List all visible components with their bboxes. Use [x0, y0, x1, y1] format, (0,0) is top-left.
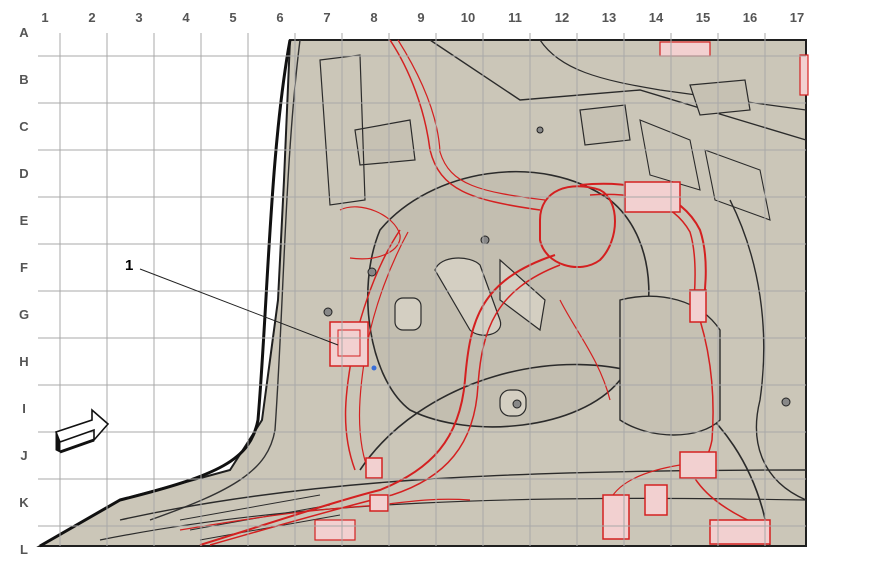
connector-b17	[799, 54, 809, 96]
connector-block-h2	[337, 329, 361, 357]
grid-row-label: L	[20, 542, 28, 557]
grid-column-label: 2	[88, 10, 96, 25]
left-bracket	[319, 54, 366, 206]
connector-j8	[365, 457, 383, 479]
upper-panel-2	[539, 39, 807, 111]
fastener-2	[512, 399, 522, 409]
grid-row-label: K	[19, 495, 29, 510]
grid-column-label: 6	[276, 10, 284, 25]
grid-column-label: 5	[229, 10, 237, 25]
fastener-6	[323, 307, 333, 317]
grid-column-label: 14	[648, 10, 664, 25]
connector-k14	[644, 484, 668, 516]
grid-column-label: 8	[370, 10, 378, 25]
grid-column-label: 15	[695, 10, 711, 25]
grid-column-label: 13	[601, 10, 617, 25]
callout-target-marker	[371, 365, 377, 371]
fastener-3	[781, 397, 791, 407]
direction-arrow-icon	[54, 408, 110, 454]
grid-column-label: 9	[417, 10, 425, 25]
callout-1-leader	[139, 268, 339, 346]
bracket-right	[579, 104, 631, 146]
body-panels	[36, 39, 807, 548]
bracket-top-right	[689, 79, 751, 116]
fastener-4	[536, 126, 544, 134]
rear-rail-lower	[99, 497, 807, 541]
connector-j15	[679, 451, 717, 479]
panel-opening-1	[434, 257, 502, 336]
connector-k8	[369, 494, 389, 512]
grid-row-label: C	[19, 119, 29, 134]
grid-row-label: J	[20, 448, 28, 463]
upper-panel	[429, 39, 807, 141]
grid-column-label: 16	[742, 10, 758, 25]
grid-row-label: F	[20, 260, 28, 275]
grid-column-label: 12	[554, 10, 570, 25]
harness-upper-branch-2	[397, 39, 546, 201]
harness-main-trunk	[199, 254, 556, 546]
connector-a15	[659, 41, 711, 57]
fastener-5	[367, 267, 377, 277]
grid-column-label: 11	[508, 10, 522, 25]
grid-row-label: E	[19, 213, 29, 228]
grid-column-label: 7	[323, 10, 331, 25]
harness-main-trunk-outer	[209, 264, 561, 546]
grid-row-label: D	[19, 166, 29, 181]
grid-column-label: 10	[460, 10, 476, 25]
fastener-1	[480, 235, 490, 245]
pillar-edge	[39, 39, 292, 548]
connector-k13	[602, 494, 630, 540]
bracket-upper	[354, 119, 416, 166]
grid-column-label: 1	[41, 10, 49, 25]
connector-l15	[709, 519, 771, 545]
rib-1	[639, 119, 701, 191]
pillar-inner	[149, 39, 301, 521]
reference-grid	[38, 33, 806, 546]
grid-column-label: 17	[789, 10, 805, 25]
connector-g15	[689, 289, 707, 323]
grid-column-label: 3	[135, 10, 143, 25]
grid-row-label: H	[19, 354, 29, 369]
callout-1-label: 1	[125, 257, 134, 274]
harness-left-loop	[339, 206, 401, 260]
grid-row-label: A	[19, 25, 29, 40]
grid-row-label: B	[19, 72, 29, 87]
grid-row-label: I	[22, 401, 26, 416]
harness-floor-run	[179, 498, 471, 531]
harness-wheel-branch	[559, 299, 611, 401]
rib-2	[704, 149, 771, 221]
harness-ring	[539, 185, 616, 269]
panel-opening-3	[394, 297, 422, 331]
right-frame	[729, 199, 807, 501]
grid-row-label: G	[18, 307, 30, 322]
grid-column-label: 4	[182, 10, 190, 25]
connector-l8	[314, 519, 356, 541]
shock-tower	[619, 295, 721, 436]
